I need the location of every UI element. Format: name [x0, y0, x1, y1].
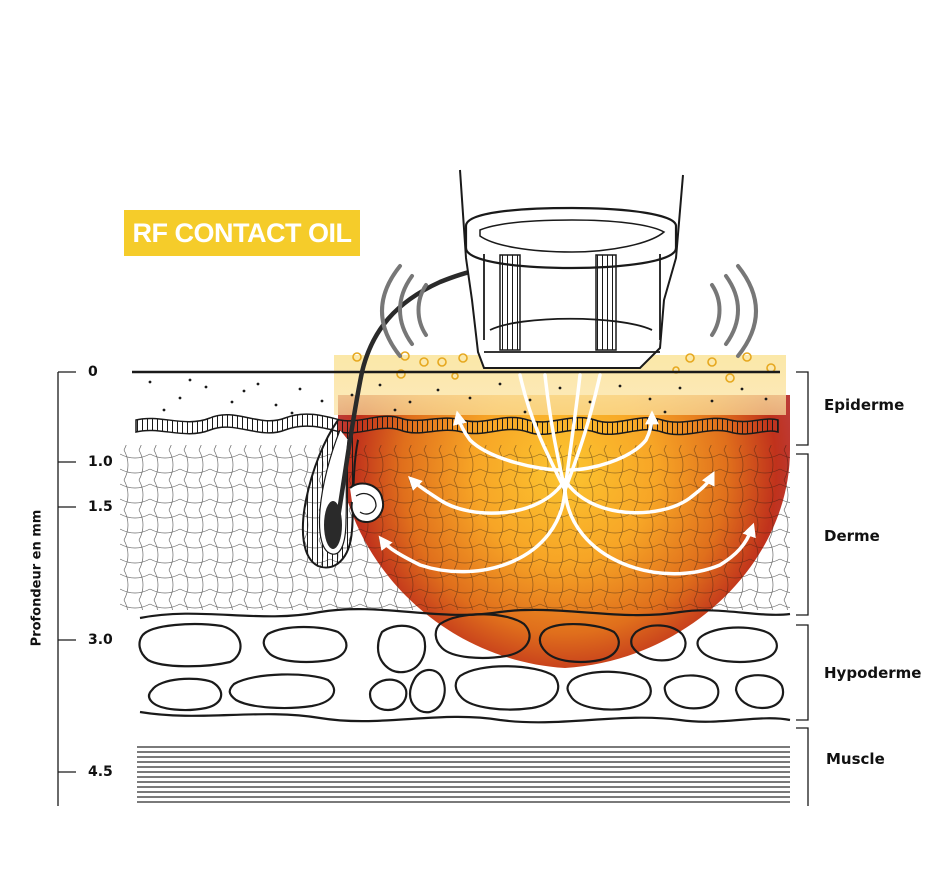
rf-arrow [563, 373, 582, 492]
electrode-left [499, 254, 521, 351]
depth-tick-label: 4.5 [88, 764, 113, 780]
oil-bubbles [352, 351, 776, 383]
depth-tick-label: 3.0 [88, 632, 113, 648]
rf-arrow [408, 476, 567, 515]
electrode-right [595, 254, 617, 351]
layer-label-derme: Derme [824, 527, 880, 545]
rf-arrow [518, 373, 567, 492]
layer-label-epiderme: Epiderme [824, 396, 905, 414]
layer-label-hypoderme: Hypoderme [824, 664, 922, 682]
rf-arrow [543, 373, 567, 492]
depth-tick-label: 0 [88, 364, 98, 380]
depth-tick-label: 1.0 [88, 454, 113, 470]
hair-follicle [301, 419, 384, 569]
layer-label-muscle: Muscle [826, 750, 885, 768]
rf-arrow [563, 373, 602, 492]
product-badge: RF CONTACT OIL [124, 210, 360, 256]
hair-shaft [333, 267, 481, 533]
hypoderme-fat-cells [138, 608, 791, 724]
rf-arrow [563, 488, 756, 576]
badge-text: RF CONTACT OIL [132, 217, 352, 248]
depth-axis-title: Profondeur en mm [29, 509, 45, 647]
rf-arrow [452, 410, 562, 472]
rf-arrow [568, 410, 659, 472]
layer-brackets [796, 371, 809, 806]
sebaceous-gland [349, 482, 384, 524]
rf-handpiece [459, 169, 684, 369]
rf-arrow [563, 470, 715, 515]
epidermis-speckles [148, 378, 768, 415]
rf-energy-arrows [378, 373, 756, 576]
vibration-waves [380, 264, 758, 358]
depth-tick-label: 1.5 [88, 499, 113, 515]
rf-arrow [378, 488, 567, 574]
depth-axis [57, 371, 76, 806]
muscle-fibers [137, 746, 790, 803]
heat-zone-fibers [338, 445, 790, 610]
